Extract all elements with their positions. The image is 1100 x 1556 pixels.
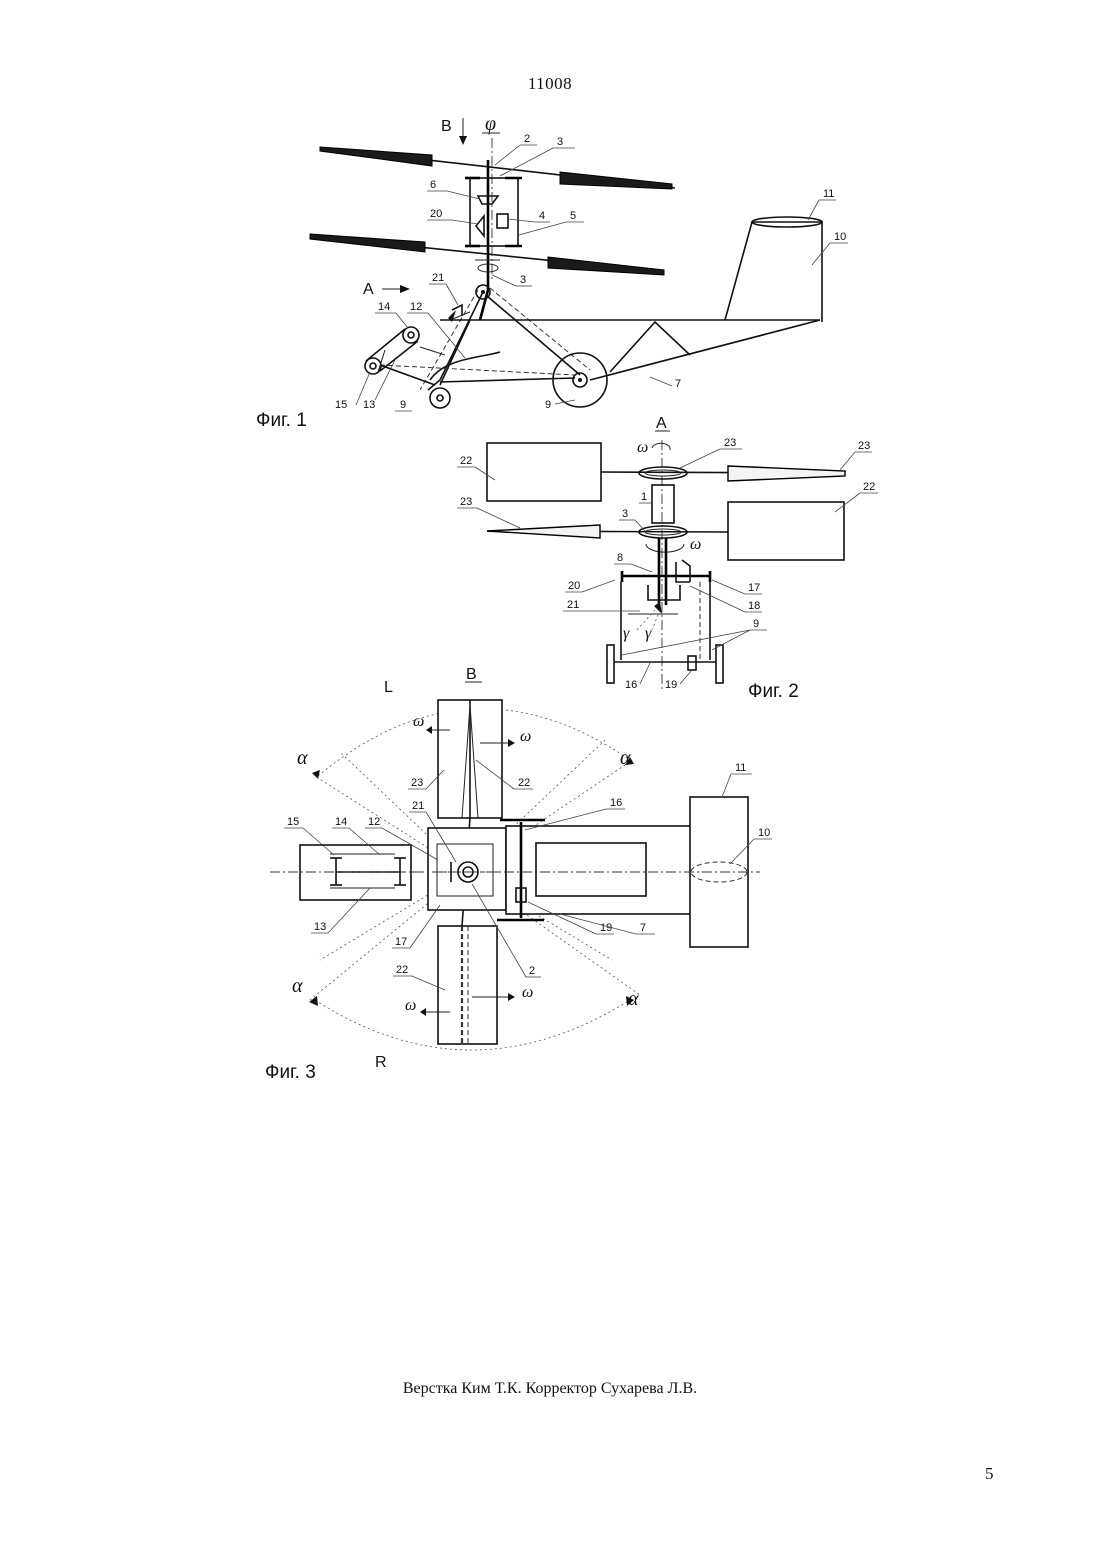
svg-text:13: 13	[314, 921, 326, 933]
svg-text:2: 2	[529, 965, 535, 977]
side-label-R: R	[375, 1054, 387, 1071]
svg-text:γ: γ	[645, 625, 652, 642]
svg-text:11: 11	[823, 188, 834, 200]
svg-text:14: 14	[378, 301, 390, 313]
svg-text:23: 23	[411, 777, 423, 789]
angle-phi: φ	[485, 113, 496, 135]
svg-text:19: 19	[600, 922, 612, 934]
fig1-caption: Фиг. 1	[256, 410, 307, 431]
svg-text:13: 13	[363, 399, 375, 411]
lower-rotor-blade-right	[548, 257, 664, 275]
view-marker-A: A	[363, 281, 374, 298]
svg-text:9: 9	[545, 399, 551, 411]
svg-text:α: α	[620, 747, 631, 769]
svg-text:9: 9	[753, 618, 759, 630]
svg-text:α: α	[297, 747, 308, 769]
svg-text:ω: ω	[405, 997, 416, 1014]
brake-19	[688, 656, 696, 670]
svg-text:19: 19	[665, 679, 677, 691]
fig3-caption: Фиг. 3	[265, 1062, 316, 1083]
svg-text:ω: ω	[413, 713, 424, 730]
svg-text:3: 3	[622, 508, 628, 520]
figure-1: B A φ 2 3 6 20 4 5 3 21 14 12	[256, 113, 848, 431]
svg-text:3: 3	[557, 136, 563, 148]
svg-text:16: 16	[625, 679, 637, 691]
wheel-right	[716, 645, 723, 683]
gearbox-housing	[470, 178, 518, 246]
svg-text:ω: ω	[522, 984, 533, 1001]
rotor-blade-23-left	[487, 525, 600, 538]
gear-4	[497, 214, 508, 228]
fig2-caption: Фиг. 2	[748, 681, 799, 702]
svg-text:18: 18	[748, 600, 760, 612]
svg-text:ω: ω	[520, 728, 531, 745]
upper-rotor-blade-left	[320, 147, 432, 166]
svg-text:7: 7	[675, 378, 681, 390]
svg-text:4: 4	[539, 210, 545, 222]
upper-rotor-blade-right	[560, 172, 672, 189]
svg-text:ω: ω	[637, 439, 648, 456]
lower-rotor-blade-left	[310, 234, 425, 252]
svg-text:22: 22	[396, 964, 408, 976]
svg-text:20: 20	[430, 208, 442, 220]
svg-text:15: 15	[335, 399, 347, 411]
footer-credits: Верстка Ким Т.К. Корректор Сухарева Л.В.	[0, 1380, 1100, 1398]
svg-text:α: α	[292, 975, 303, 997]
svg-text:5: 5	[570, 210, 576, 222]
svg-text:7: 7	[640, 922, 646, 934]
seat-12	[430, 352, 500, 380]
svg-text:6: 6	[430, 179, 436, 191]
svg-text:23: 23	[724, 437, 736, 449]
svg-text:10: 10	[834, 231, 846, 243]
svg-text:1: 1	[641, 491, 647, 503]
svg-text:16: 16	[610, 797, 622, 809]
engine-pod-22-right	[728, 502, 844, 560]
page-number: 5	[985, 1464, 994, 1484]
svg-text:10: 10	[758, 827, 770, 839]
svg-text:22: 22	[863, 481, 875, 493]
svg-text:17: 17	[748, 582, 760, 594]
rotor-blade-23-right	[728, 466, 845, 481]
figure-2: A ω ω γ γ	[457, 415, 878, 702]
svg-text:21: 21	[567, 599, 579, 611]
fig3-view-title: B	[466, 666, 477, 683]
svg-text:11: 11	[735, 762, 746, 774]
svg-text:8: 8	[617, 552, 623, 564]
svg-text:3: 3	[520, 274, 526, 286]
svg-text:12: 12	[410, 301, 422, 313]
tail-fin-10	[725, 222, 822, 322]
engine-pod-22-left	[487, 443, 601, 501]
nose-wheel-9	[430, 388, 450, 408]
side-label-L: L	[384, 679, 393, 696]
svg-text:23: 23	[858, 440, 870, 452]
tail-boom	[590, 320, 820, 380]
svg-text:α: α	[628, 988, 639, 1010]
svg-text:21: 21	[432, 272, 444, 284]
mast-segment-1	[652, 485, 674, 523]
svg-text:15: 15	[287, 816, 299, 828]
fig2-view-title: A	[656, 415, 667, 432]
svg-text:22: 22	[518, 777, 530, 789]
svg-text:ω: ω	[690, 536, 701, 553]
fig1-labels: 2 3 6 20 4 5 3 21 14 12 15 13 9	[335, 133, 848, 411]
pedal-pulley-14	[403, 327, 419, 343]
wheel-left	[607, 645, 614, 683]
svg-text:21: 21	[412, 800, 424, 812]
view-marker-B: B	[441, 118, 452, 135]
svg-text:14: 14	[335, 816, 347, 828]
cockpit-frame-12	[428, 828, 506, 910]
svg-text:12: 12	[368, 816, 380, 828]
svg-text:17: 17	[395, 936, 407, 948]
svg-text:γ: γ	[623, 625, 630, 642]
svg-text:2: 2	[524, 133, 530, 145]
svg-text:23: 23	[460, 496, 472, 508]
svg-text:9: 9	[400, 399, 406, 411]
svg-text:22: 22	[460, 455, 472, 467]
figure-3: B L R α α α α ω ω	[265, 666, 772, 1083]
engine-unit-22	[536, 843, 646, 896]
rotation-arrow-icon	[652, 443, 670, 450]
svg-text:20: 20	[568, 580, 580, 592]
